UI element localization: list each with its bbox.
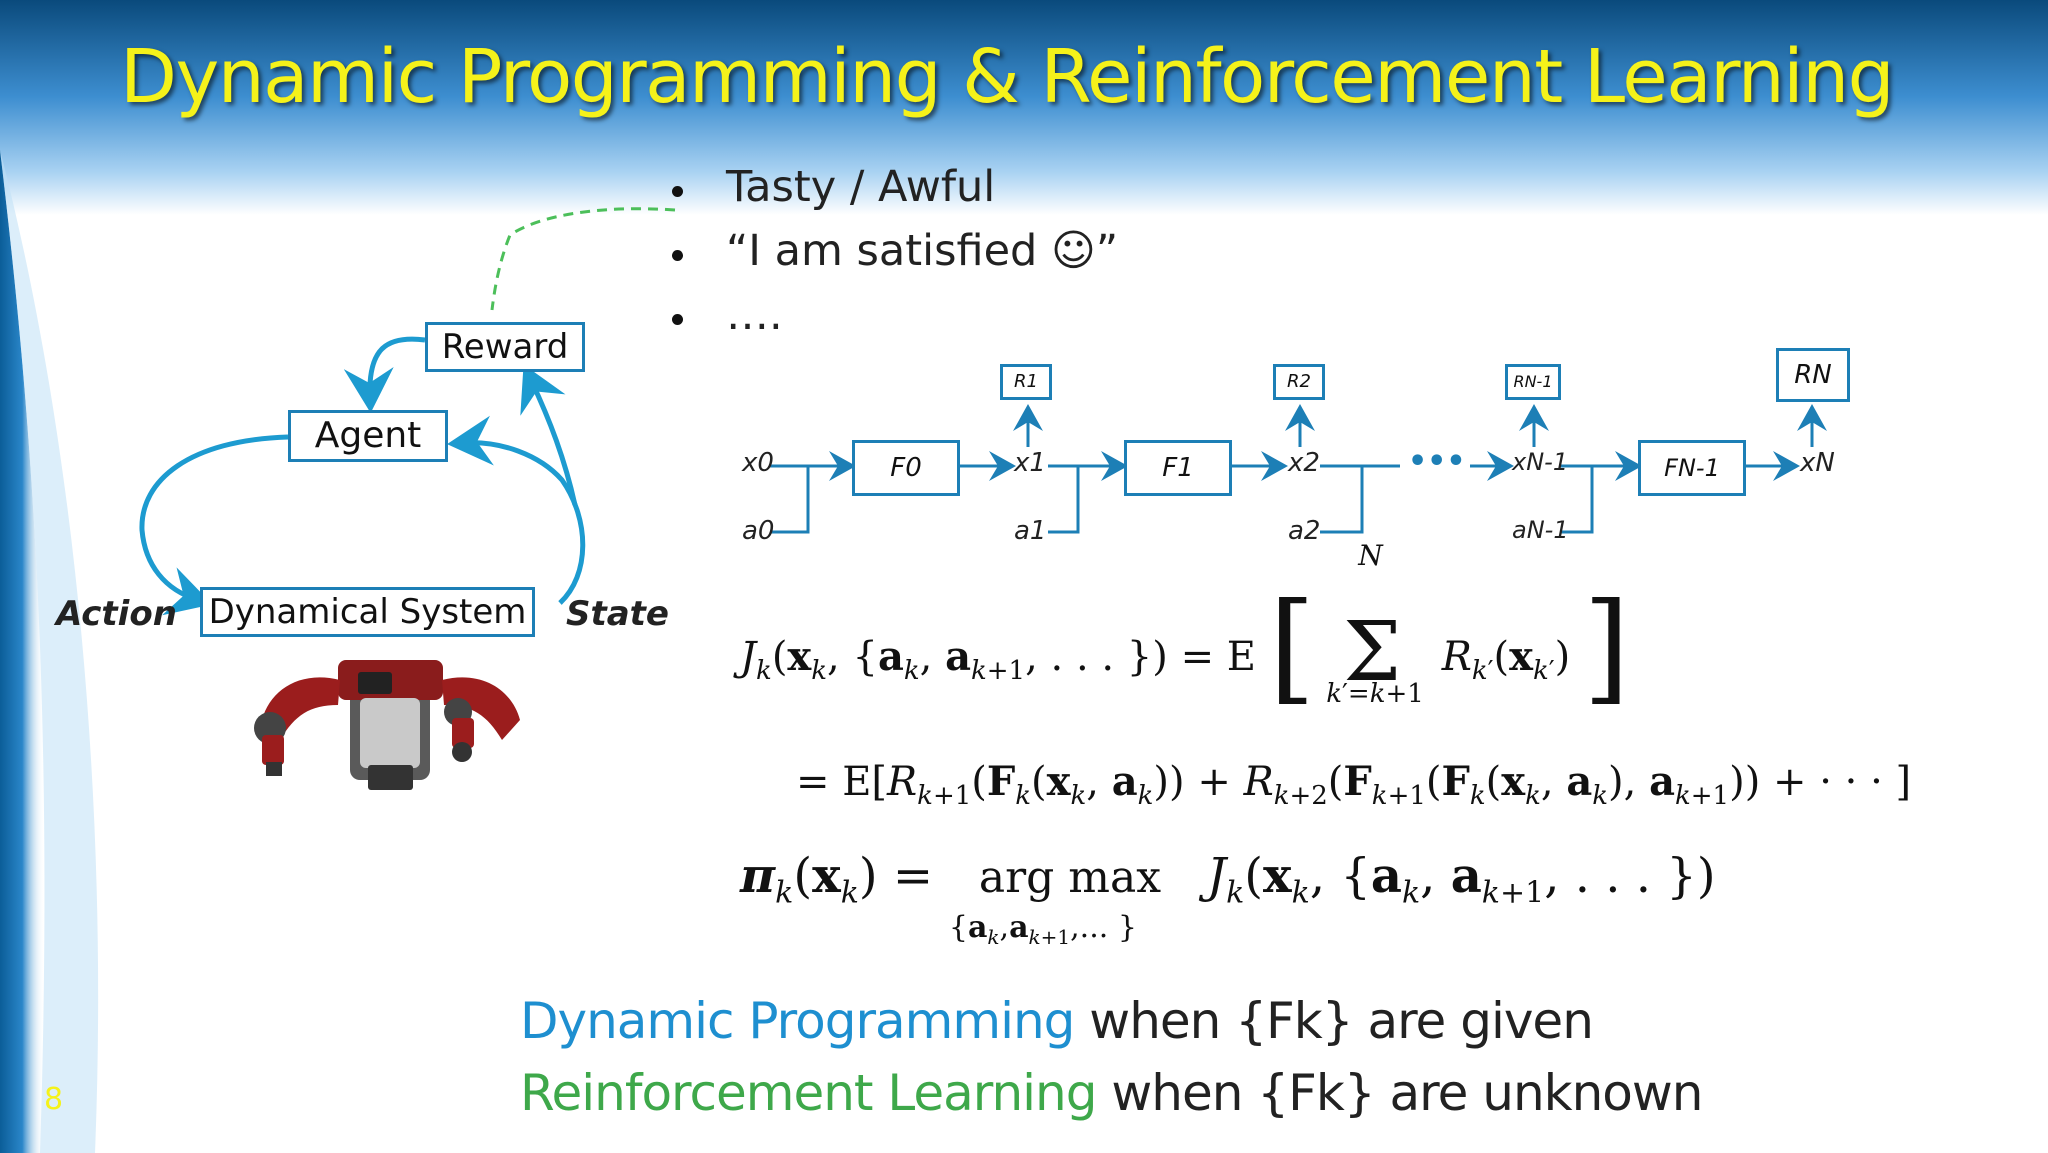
reward-rn-1-box: RN-1: [1505, 364, 1561, 400]
chain-connector: [1320, 466, 1362, 532]
value-function-expansion: = E[Rk+1(Fk(xk, ak)) + Rk+2(Fk+1(Fk(xk, …: [796, 758, 1911, 811]
chain-connector: [770, 466, 808, 532]
action-an-1-label: aN-1: [1512, 516, 1569, 544]
policy-equation: πk(xk) = arg max {ak,ak+1,... } Jk(xk, {…: [740, 848, 1716, 911]
state-xn-label: xN: [1800, 448, 1835, 478]
value-function-equation: Jk(xk, {ak, ak+1, . . . }) = E [ N Σ k′=…: [740, 595, 1630, 690]
chain-ellipsis: •••: [1408, 444, 1466, 479]
reward-rn-box: RN: [1776, 348, 1850, 402]
rl-label: Reinforcement Learning: [520, 1064, 1096, 1122]
dp-condition: when {Fk} are given: [1089, 992, 1593, 1050]
page-number: 8: [44, 1082, 63, 1117]
function-f1-box: F1: [1124, 440, 1232, 496]
reinforcement-learning-line: Reinforcement Learning when {Fk} are unk…: [520, 1064, 1702, 1122]
reward-r1-box: R1: [1000, 364, 1052, 400]
dp-label: Dynamic Programming: [520, 992, 1074, 1050]
state-x2-label: x2: [1288, 448, 1320, 478]
state-x1-label: x1: [1014, 448, 1046, 478]
function-f0-box: F0: [852, 440, 960, 496]
action-a0-label: a0: [742, 516, 774, 546]
action-a1-label: a1: [1014, 516, 1046, 546]
rl-condition: when {Fk} are unknown: [1111, 1064, 1702, 1122]
reward-r2-box: R2: [1273, 364, 1325, 400]
action-a2-label: a2: [1288, 516, 1320, 546]
dynamic-programming-line: Dynamic Programming when {Fk} are given: [520, 992, 1593, 1050]
function-fn-1-box: FN-1: [1638, 440, 1746, 496]
state-xn-1-label: xN-1: [1512, 448, 1568, 476]
state-x0-label: x0: [742, 448, 774, 478]
chain-connector: [1048, 466, 1078, 532]
